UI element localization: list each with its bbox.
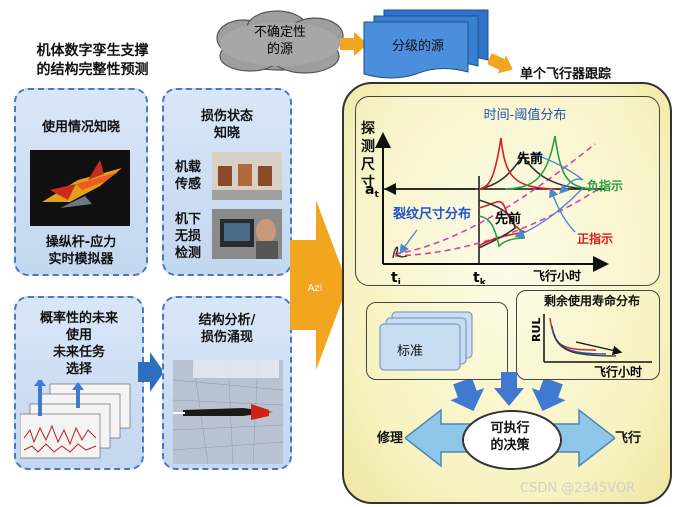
ndt-line1: 机下 — [174, 212, 201, 227]
decision-line2: 的决策 — [490, 438, 530, 453]
rul-chart: RUL 飞行小时 — [530, 314, 652, 379]
probabilistic-future-label: 概率性的未来 使用 未来任务 选择 — [14, 310, 144, 378]
prob-line3: 未来任务 — [52, 345, 105, 360]
lower-dashed-bound — [394, 187, 601, 257]
stick-stress-line1: 操纵杆-应力 — [45, 235, 117, 250]
green-distribution-mid — [478, 215, 526, 248]
ti-label: ti — [391, 270, 401, 284]
damage-awareness-label: 损伤状态 知晓 — [162, 108, 292, 142]
arrow-cloud-to-source — [340, 32, 368, 56]
rul-panel — [516, 290, 660, 380]
green-distribution-top — [504, 135, 596, 190]
left-title: 机体数字孪生支撑 的结构完整性预测 — [10, 42, 175, 80]
structural-analysis-label: 结构分析/ 损伤涌现 — [162, 312, 292, 346]
rul-curve-3 — [553, 333, 617, 357]
a-threshold-label: at — [365, 182, 379, 200]
fly-label: 飞行 — [614, 431, 641, 446]
prior-label-mid: 先前 — [495, 211, 521, 227]
decision-line1: 可执行 — [490, 421, 530, 436]
ndt-line2: 无损 — [174, 229, 201, 244]
upper-dashed-bound — [394, 143, 596, 255]
initial-distribution — [392, 246, 408, 259]
mission-signals-image — [20, 380, 131, 459]
repair-label: 修理 — [376, 431, 403, 446]
onboard-line1: 机载 — [174, 160, 201, 175]
tracking-title: 单个飞行器跟踪 — [520, 67, 612, 82]
arrow-chart-to-decision — [494, 372, 524, 406]
azi-arrow — [290, 200, 348, 370]
arrow-standard-to-decision — [450, 380, 485, 412]
ylabel-char3: 尺 — [361, 157, 375, 173]
crack-size-label: 裂纹尺寸分布 — [392, 206, 471, 222]
positive-indicator-arrow — [549, 187, 576, 233]
standard-label: 标准 — [396, 344, 423, 359]
decision-label: 可执行 的决策 — [462, 420, 558, 454]
decision-ellipse — [462, 410, 562, 470]
fea-mesh-image — [173, 360, 283, 464]
stick-stress-label: 操纵杆-应力 实时模拟器 — [14, 234, 148, 268]
arrow-source-to-tracking — [488, 54, 513, 74]
left-title-line1: 机体数字孪生支撑 — [36, 43, 149, 59]
onboard-sensing-label: 机载 传感 — [168, 159, 208, 193]
cloud-label: 不确定性 的源 — [235, 24, 325, 58]
watermark: CSDN @2345VOR — [520, 481, 636, 496]
prob-line1: 概率性的未来 — [39, 311, 118, 326]
prob-line4: 选择 — [65, 362, 92, 377]
prior-label-top: 先前 — [517, 151, 543, 167]
rul-curve-2 — [551, 325, 607, 355]
onboard-line2: 传感 — [174, 177, 201, 192]
negative-indicator-arrow-3 — [559, 178, 584, 194]
azi-label: Azi — [307, 283, 323, 294]
stick-stress-line2: 实时模拟器 — [48, 252, 114, 267]
usage-awareness-label: 使用情况知晓 — [41, 120, 120, 135]
time-threshold-chart: at 先前 先前 裂纹尺寸分布 负指示 正指示 飞行小时 ti tk — [365, 132, 623, 284]
chart-ylabel: 探 测 尺 寸 — [358, 120, 378, 192]
tk-label: tk — [473, 270, 487, 284]
chart-title: 时间-阈值分布 — [483, 108, 567, 123]
ndt-label: 机下 无损 检测 — [168, 211, 208, 262]
cloud-label-line1: 不确定性 — [253, 25, 306, 40]
ylabel-char1: 探 — [361, 121, 375, 137]
red-distribution-top — [478, 137, 556, 190]
ylabel-char4: 寸 — [361, 175, 375, 191]
aircraft-stress-image — [30, 150, 130, 226]
damage-awareness-line2: 知晓 — [213, 126, 240, 141]
prior-distribution-top — [478, 154, 586, 190]
graded-source-label: 分级的源 — [391, 39, 444, 54]
rul-title: 剩余使用寿命分布 — [543, 294, 640, 308]
ndt-line3: 检测 — [174, 246, 201, 261]
prob-line2: 使用 — [65, 328, 92, 343]
cloud-label-line2: 的源 — [266, 42, 293, 57]
left-title-line2: 的结构完整性预测 — [36, 62, 149, 78]
prior-distribution-mid — [478, 199, 516, 249]
rul-ylabel: RUL — [530, 318, 543, 342]
time-threshold-panel — [355, 96, 660, 286]
struct-line1: 结构分析/ — [198, 313, 256, 328]
x-axis-label: 飞行小时 — [533, 268, 581, 283]
uncertainty-cloud — [216, 10, 344, 74]
arrow-prob-to-struct — [138, 352, 164, 392]
rul-arrow — [575, 341, 623, 356]
ndt-inspection-image — [212, 209, 282, 259]
struct-line2: 损伤涌现 — [200, 330, 253, 345]
standard-panel — [366, 302, 508, 380]
negative-indicator-arrow-2 — [530, 151, 584, 181]
negative-indicator-arrow-1 — [514, 187, 584, 238]
rul-xlabel: 飞行小时 — [594, 364, 642, 379]
crack-pointer-arrow — [399, 229, 418, 255]
damage-awareness-line1: 损伤状态 — [200, 109, 253, 124]
onboard-sensor-image — [212, 152, 282, 200]
arrow-rul-to-decision — [531, 380, 566, 412]
ylabel-char2: 测 — [361, 139, 375, 155]
standard-stack — [379, 311, 473, 371]
negative-indicator-label: 负指示 — [587, 178, 623, 193]
graded-source-stack — [363, 9, 489, 79]
positive-indicator-label: 正指示 — [577, 231, 613, 246]
